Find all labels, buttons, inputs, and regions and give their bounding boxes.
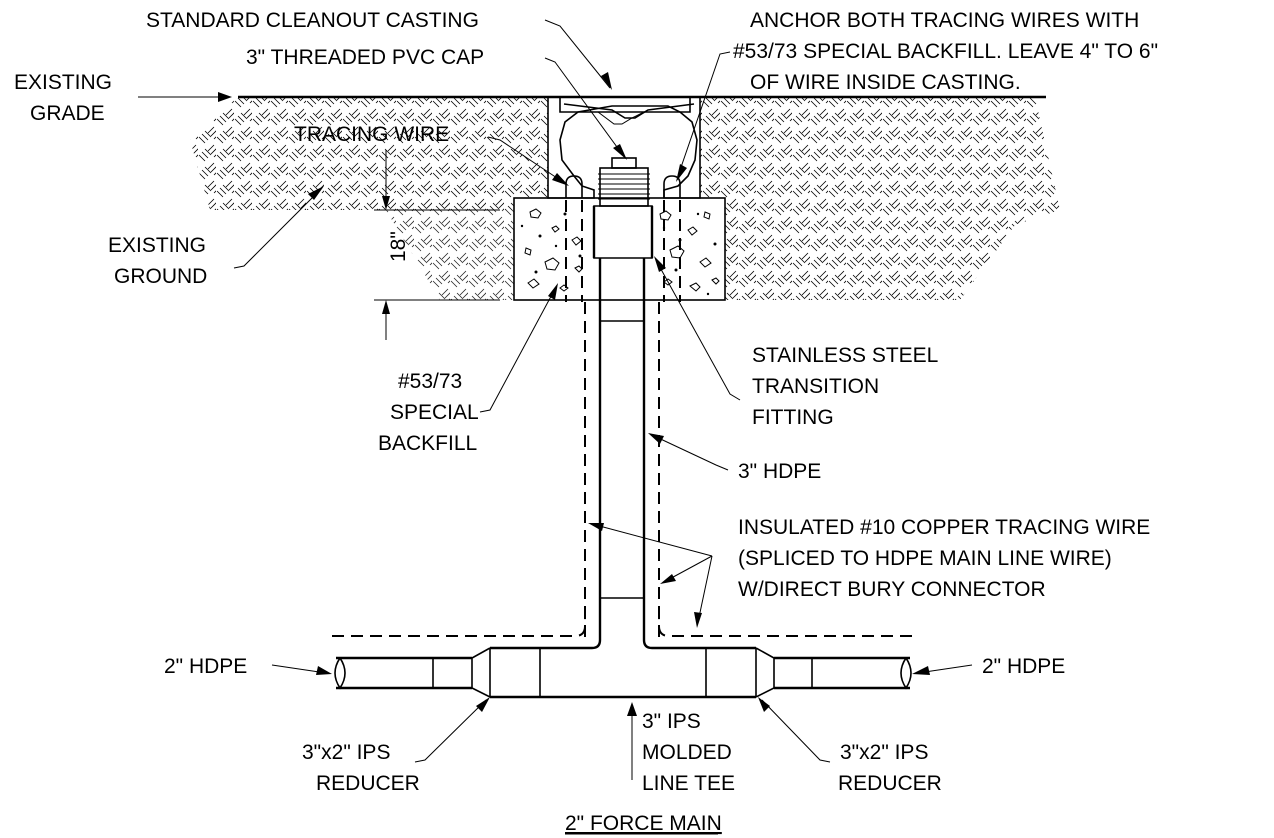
label-backfill-line1: #53/73 (398, 370, 462, 393)
existing-ground-soil (190, 97, 1060, 300)
tracing-wire-right (658, 175, 681, 640)
label-anchor-line1: ANCHOR BOTH TRACING WIRES WITH (750, 9, 1139, 32)
label-fitting-line3: FITTING (752, 406, 834, 429)
label-grade-line1: EXISTING (14, 71, 112, 94)
drawing-title: 2" FORCE MAIN (565, 812, 722, 835)
main-line-tracing-wire (332, 610, 912, 637)
label-ground-line1: EXISTING (108, 234, 206, 257)
label-casting: STANDARD CLEANOUT CASTING (146, 9, 479, 32)
leader-lines (138, 19, 973, 780)
label-hdpe3: 3" HDPE (738, 460, 821, 483)
label-hdpe2-right: 2" HDPE (982, 655, 1065, 678)
label-grade-line2: GRADE (30, 102, 105, 125)
special-backfill-block (513, 197, 726, 301)
label-anchor-line2: #53/73 SPECIAL BACKFILL. LEAVE 4" TO 6" (733, 40, 1158, 63)
label-copper-line1: INSULATED #10 COPPER TRACING WIRE (738, 516, 1150, 539)
transition-fitting (592, 205, 654, 259)
depth-dimension (374, 150, 500, 340)
force-main-pipe (334, 600, 912, 699)
label-depth: 18" (387, 231, 410, 262)
label-reducer-left-line1: 3"x2" IPS (302, 741, 390, 764)
label-fitting-line1: STAINLESS STEEL (752, 344, 938, 367)
label-hdpe2-left: 2" HDPE (164, 655, 247, 678)
label-tee-line1: 3" IPS (642, 710, 701, 733)
label-backfill-line3: BACKFILL (378, 432, 477, 455)
label-tee-line3: LINE TEE (642, 772, 735, 795)
label-tee-line2: MOLDED (642, 741, 732, 764)
label-copper-line2: (SPLICED TO HDPE MAIN LINE WIRE) (738, 547, 1112, 570)
label-anchor-line3: OF WIRE INSIDE CASTING. (750, 71, 1021, 94)
threaded-pvc-cap (598, 157, 650, 207)
label-backfill-line2: SPECIAL (390, 401, 479, 424)
riser-3in-hdpe (598, 258, 646, 600)
cleanout-casting (547, 96, 701, 199)
label-reducer-right-line2: REDUCER (838, 772, 942, 795)
leader-arrowheads (218, 72, 930, 716)
label-reducer-right-line1: 3"x2" IPS (840, 741, 928, 764)
label-fitting-line2: TRANSITION (752, 375, 879, 398)
label-copper-line3: W/DIRECT BURY CONNECTOR (738, 578, 1046, 601)
label-ground-line2: GROUND (114, 265, 207, 288)
label-tracing-wire: TRACING WIRE (294, 123, 449, 146)
tracing-wire-left (565, 175, 586, 640)
label-cap: 3" THREADED PVC CAP (246, 46, 484, 69)
label-reducer-left-line2: REDUCER (316, 772, 420, 795)
